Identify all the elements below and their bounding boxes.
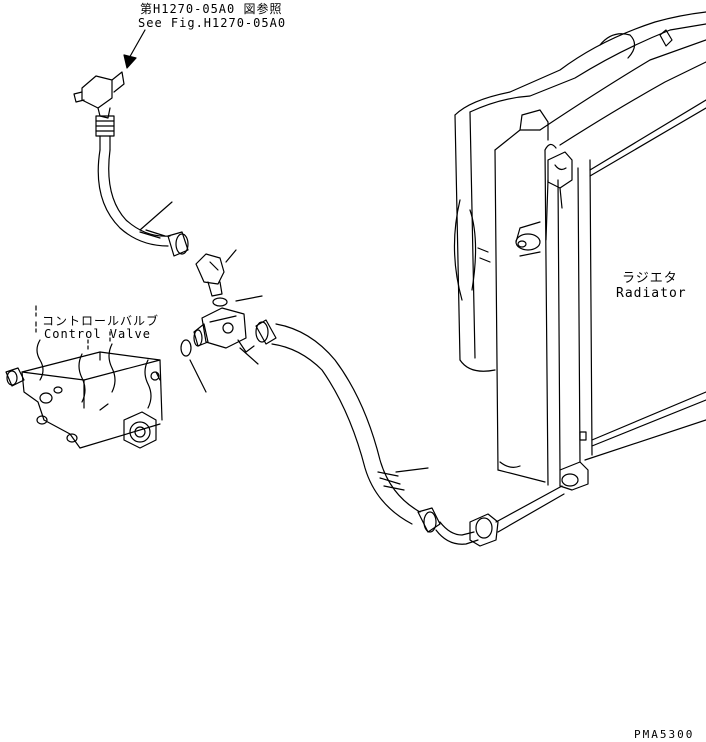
- reference-label-jp: 第H1270-05A0 図参照: [140, 2, 283, 16]
- control-valve: [6, 306, 162, 448]
- upper-hose-assembly: [74, 30, 262, 306]
- center-connector: [181, 308, 258, 392]
- control-valve-label-jp: コントロールバルブ: [42, 314, 160, 328]
- radiator-label-en: Radiator: [616, 286, 687, 301]
- radiator-label-jp: ラジエタ: [622, 271, 678, 286]
- lower-hose: [256, 320, 564, 546]
- control-valve-label-en: Control Valve: [44, 327, 151, 341]
- reference-label-en: See Fig.H1270-05A0: [138, 16, 287, 30]
- drawing-code: PMA5300: [634, 728, 695, 741]
- radiator: [454, 12, 706, 490]
